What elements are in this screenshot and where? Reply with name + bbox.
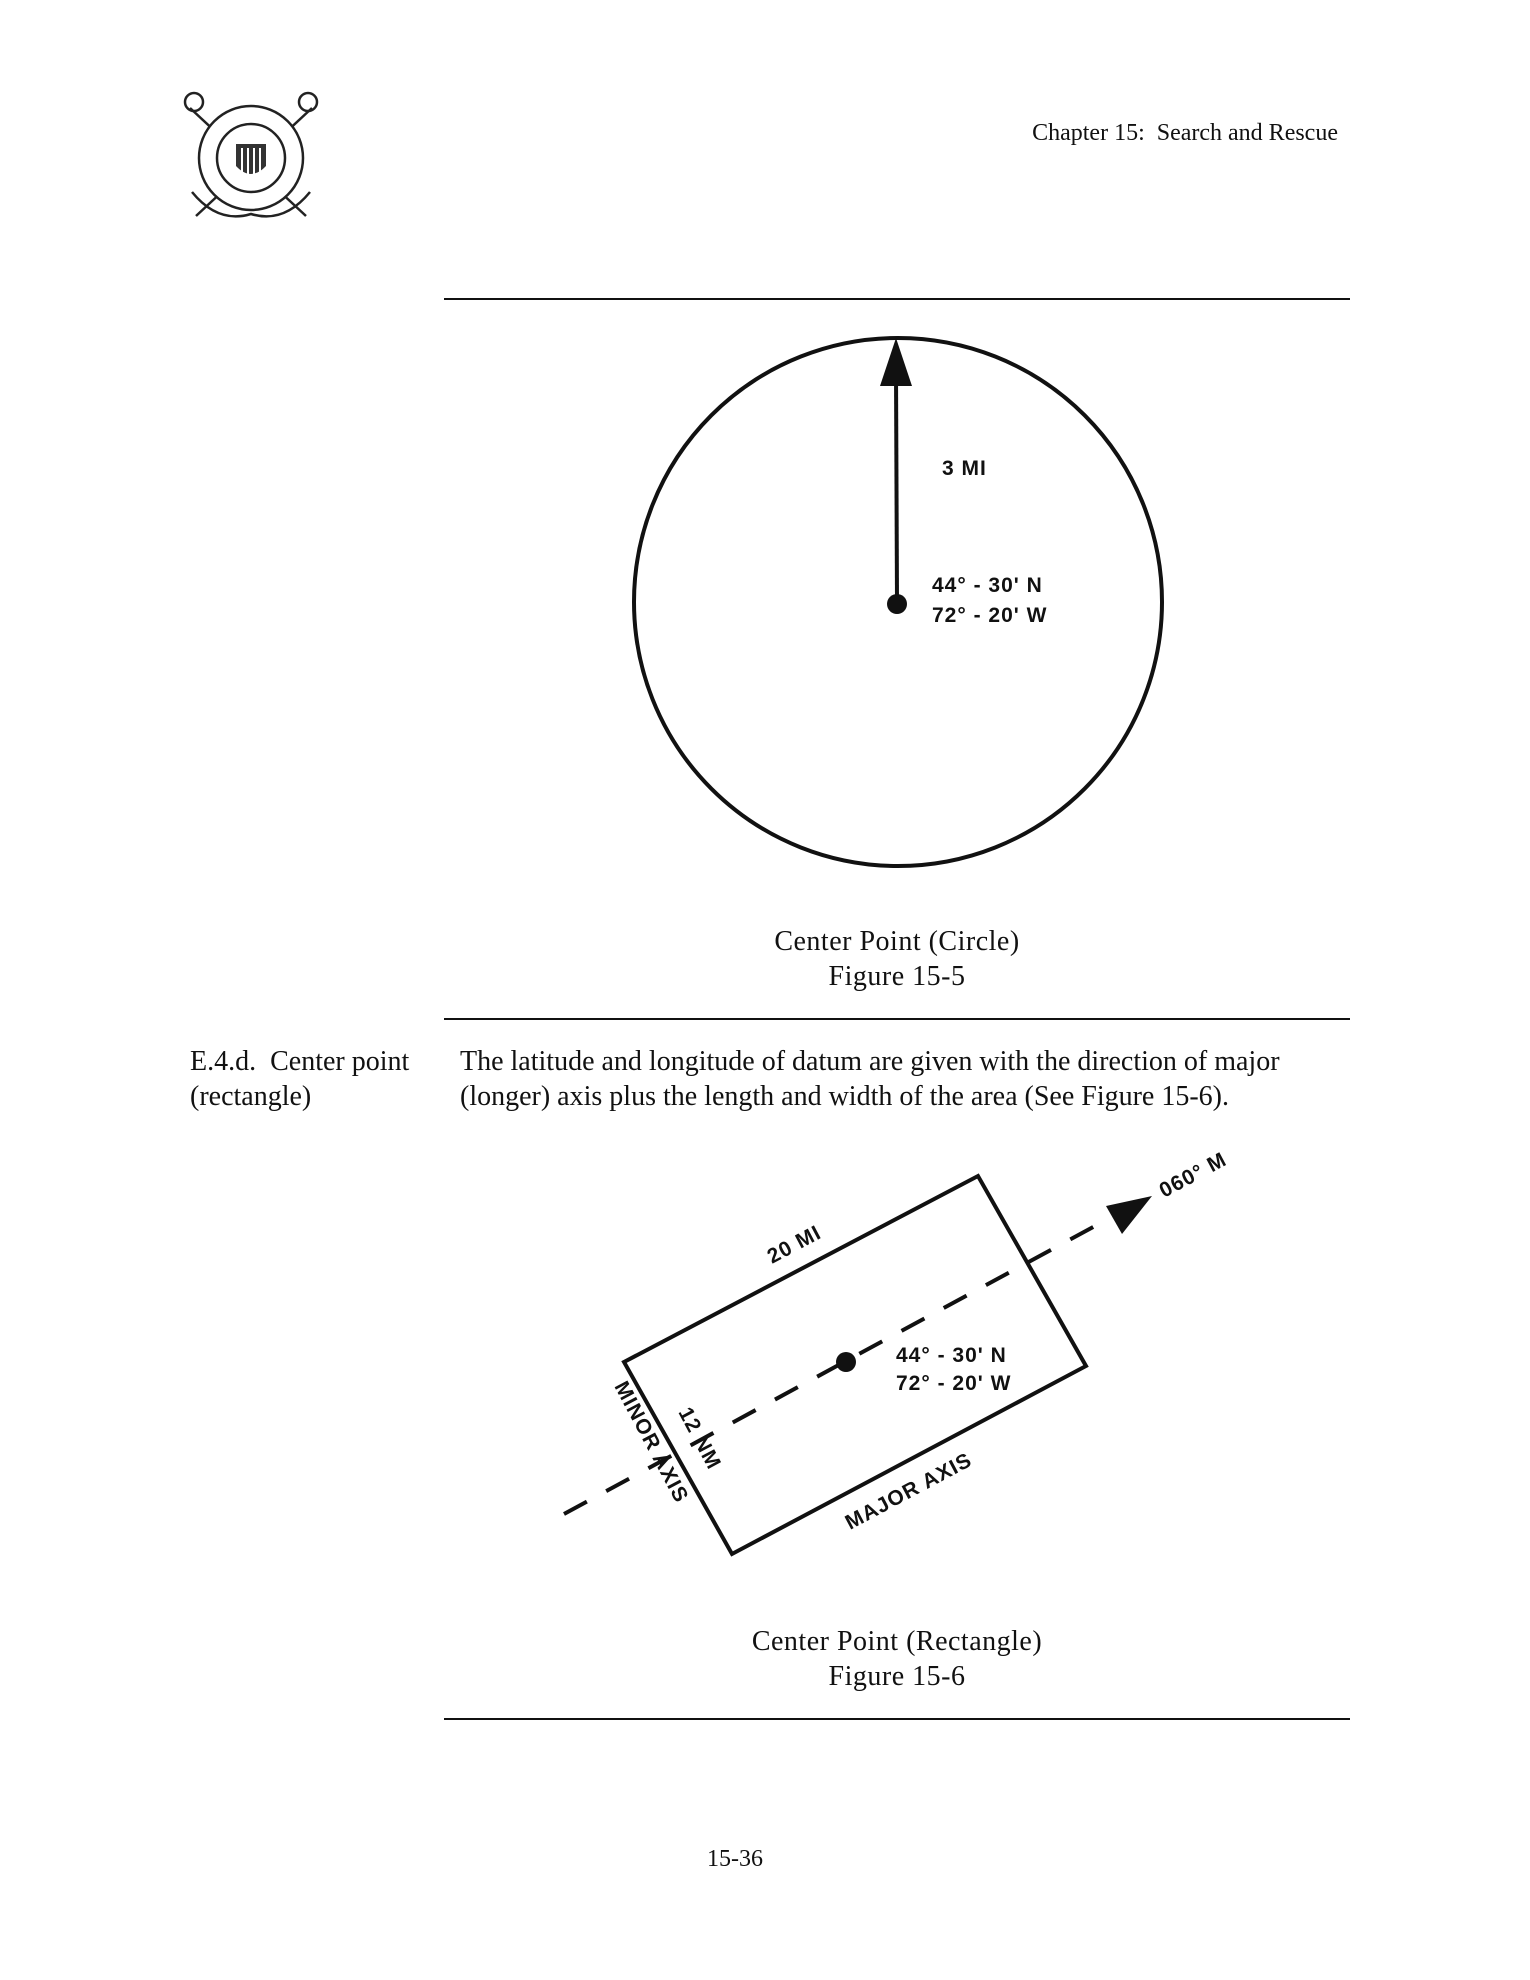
coast-guard-seal-logo [183, 91, 319, 218]
search-area-rectangle [621, 1173, 1089, 1557]
figure-caption-number: Figure 15-6 [828, 1661, 966, 1692]
minor-axis-label: MINOR AXIS [610, 1378, 693, 1507]
figure-15-5-caption: Center Point (Circle) Figure 15-5 [444, 924, 1350, 994]
datum-latitude: 44° - 30' N [932, 574, 1043, 597]
page-number: 15-36 [707, 1846, 763, 1872]
figure-top-rule [444, 298, 1350, 300]
bearing-label: 060° M [1156, 1148, 1231, 1202]
figure-caption-title: Center Point (Circle) [774, 926, 1020, 957]
figure-15-6-caption: Center Point (Rectangle) Figure 15-6 [444, 1624, 1350, 1694]
radius-arrowhead [880, 338, 912, 386]
section-heading: E.4.d. Center point (rectangle) [190, 1046, 410, 1112]
center-point-rectangle-diagram: 20 MI 060° M 44° - 30' N 72° - 20' W MAJ… [563, 1148, 1231, 1557]
datum-latitude: 44° - 30' N [896, 1344, 1007, 1367]
datum-longitude: 72° - 20' W [932, 604, 1047, 627]
figure-bottom-rule [444, 1018, 1350, 1020]
figure-caption-title: Center Point (Rectangle) [751, 1626, 1043, 1657]
section-paragraph: The latitude and longitude of datum are … [460, 1046, 1280, 1112]
figure-caption-number: Figure 15-5 [828, 961, 966, 992]
datum-point [836, 1352, 856, 1372]
center-point-circle-diagram: 3 MI 44° - 30' N 72° - 20' W [632, 336, 1164, 868]
radius-arrow-line [894, 371, 899, 603]
datum-point [887, 594, 907, 614]
search-area-circle [632, 336, 1164, 868]
datum-longitude: 72° - 20' W [896, 1372, 1011, 1395]
major-axis-dashed-line [563, 1218, 1107, 1516]
running-header: Chapter 15: Search and Rescue [1032, 120, 1338, 146]
bearing-arrowhead [1106, 1196, 1152, 1234]
figure-bottom-rule [444, 1718, 1350, 1720]
radius-label: 3 MI [942, 457, 987, 480]
